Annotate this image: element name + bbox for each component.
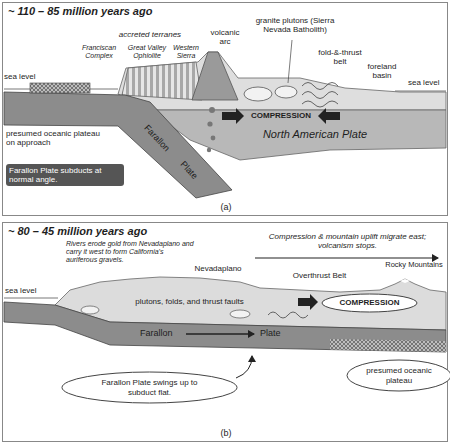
art-line [4, 298, 58, 299]
oval-shape [322, 294, 417, 312]
label-text: Plate [172, 152, 207, 188]
art-polygon [192, 52, 238, 100]
label-text: fold-&-thrust belt [318, 48, 362, 66]
art-polygon [122, 62, 202, 100]
label-text: presumed oceanic plateau on approach [6, 129, 106, 147]
art-polygon [118, 52, 446, 110]
art-ellipse [275, 86, 297, 98]
label-text: (a) [216, 202, 236, 212]
art-ellipse [244, 87, 272, 101]
art-path [236, 356, 252, 378]
callout-text: COMPRESSION [338, 298, 402, 307]
label-text: North American Plate [230, 128, 400, 141]
art-circle [207, 121, 212, 126]
art-polygon [298, 294, 318, 310]
label-text: Farallon Plate subducts at normal angle. [6, 164, 124, 186]
label-text: (b) [216, 428, 236, 438]
art-ellipse [230, 310, 250, 318]
art-ellipse [81, 306, 99, 314]
oval-shape [62, 372, 237, 403]
label-text: volcanic arc [205, 28, 245, 46]
oval-callout: COMPRESSION [321, 293, 418, 313]
oval-callout: Farallon Plate swings up to subduct flat… [61, 371, 238, 404]
label-text: Plate [260, 328, 290, 338]
art-line [186, 333, 254, 334]
art-line [255, 257, 438, 258]
label-text: Compression & mountain uplift migrate ea… [255, 232, 440, 250]
art-path [302, 92, 338, 99]
art-polygon [4, 92, 232, 198]
callout-text: Farallon Plate swings up to subduct flat… [90, 378, 210, 396]
label-text: sea level [408, 78, 448, 87]
panel-heading: ~ 110 – 85 million years ago [8, 5, 152, 17]
art-polygon [400, 279, 410, 283]
art-circle [211, 136, 216, 141]
art-line [288, 40, 292, 83]
art-polygon [318, 108, 340, 124]
art-circle [207, 148, 211, 152]
label-text: granite plutons (Sierra Nevada Batholith… [250, 16, 340, 34]
label-text: Farallon [140, 120, 175, 156]
art-polygon [222, 108, 244, 124]
label-text: sea level [5, 286, 55, 295]
label-text: foreland basin [362, 62, 402, 80]
art-rect [30, 83, 90, 93]
label-text: Nevadaplano [188, 264, 248, 273]
art-path [302, 101, 338, 107]
label-text: Rivers erode gold from Nevadaplano and c… [66, 240, 196, 264]
label-text: plutons, folds, and thrust faults [112, 297, 267, 306]
oval-callout: presumed oceanic plateau [346, 359, 450, 392]
art-circle [209, 107, 215, 113]
label-text: Rocky Mountains [382, 261, 446, 270]
label-text: accreted terranes [110, 30, 190, 39]
label-text: sea level [4, 72, 54, 81]
label-text: Western Sierra [168, 44, 204, 60]
art-path [268, 312, 308, 318]
callout-text: presumed oceanic plateau [364, 366, 434, 384]
art-path [302, 83, 338, 90]
art-line [395, 91, 446, 92]
label-text: Franciscan Complex [76, 44, 122, 60]
label-text: Farallon [140, 328, 185, 338]
label-text: Overthrust Belt [282, 271, 357, 280]
art-polygon [330, 339, 446, 352]
oval-shape [347, 360, 450, 391]
label-text: COMPRESSION [246, 111, 316, 120]
label-text: Great Valley Ophiolite [124, 44, 170, 60]
panel-heading: ~ 80 – 45 million years ago [8, 225, 147, 237]
